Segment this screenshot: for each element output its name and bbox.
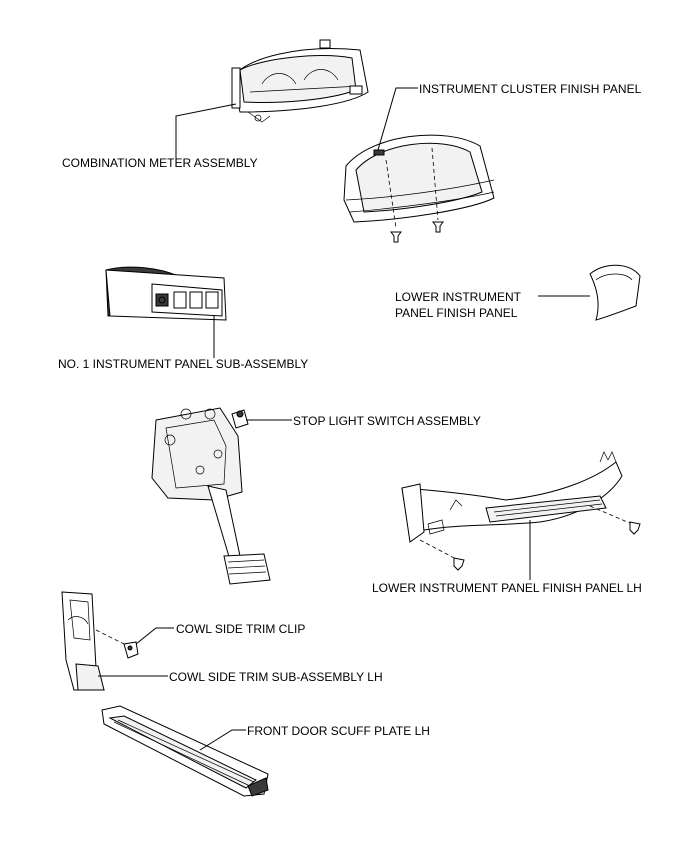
no1-instrument-panel-label: NO. 1 INSTRUMENT PANEL SUB-ASSEMBLY <box>58 357 308 371</box>
cowl-trim-lh-label: COWL SIDE TRIM SUB-ASSEMBLY LH <box>169 670 383 684</box>
lower-finish-panel-label-line1: LOWER INSTRUMENT <box>395 290 522 304</box>
lower-finish-panel-lh-label: LOWER INSTRUMENT PANEL FINISH PANEL LH <box>372 581 642 595</box>
combination-meter-label: COMBINATION METER ASSEMBLY <box>62 156 258 170</box>
stop-light-switch-illustration <box>231 409 249 429</box>
front-door-scuff-plate-illustration <box>101 705 269 797</box>
scuff-plate-leader <box>199 729 246 751</box>
lower-finish-panel-label-line2: PANEL FINISH PANEL <box>395 306 518 320</box>
screw-icon <box>629 521 641 535</box>
cowl-side-trim-illustration <box>61 591 105 691</box>
cluster-finish-panel-leader <box>377 87 418 151</box>
cowl-trim-clip-illustration <box>123 641 139 659</box>
combination-meter-assembly-illustration <box>231 39 369 123</box>
cluster-finish-panel-label: INSTRUMENT CLUSTER FINISH PANEL <box>419 82 642 96</box>
scuff-plate-label: FRONT DOOR SCUFF PLATE LH <box>247 724 430 738</box>
screw-icon <box>390 231 402 243</box>
no1-instrument-panel-illustration <box>105 266 227 321</box>
screw-icon <box>432 221 444 233</box>
brake-pedal-bracket-illustration <box>151 407 271 585</box>
cowl-trim-clip-label: COWL SIDE TRIM CLIP <box>176 622 305 636</box>
instrument-cluster-finish-panel-illustration <box>343 134 495 223</box>
lower-instrument-finish-panel-illustration <box>589 264 641 321</box>
stop-light-switch-label: STOP LIGHT SWITCH ASSEMBLY <box>293 414 481 428</box>
lower-finish-panel-lh-illustration <box>401 451 623 543</box>
combination-meter-leader <box>175 103 237 160</box>
cowl-trim-clip-leader <box>135 627 174 645</box>
screw-icon <box>453 557 465 571</box>
